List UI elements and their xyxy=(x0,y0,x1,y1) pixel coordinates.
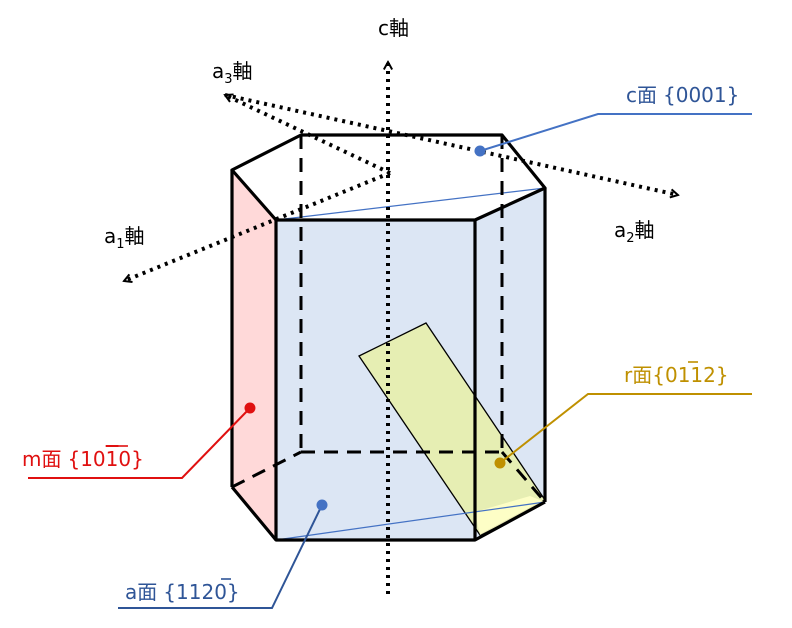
c-axis-label: c軸 xyxy=(378,16,409,40)
visible-edges xyxy=(230,133,547,542)
m-face-dot xyxy=(244,402,256,414)
a2-axis-label: a2軸 xyxy=(614,218,655,246)
c-face-leader xyxy=(479,113,752,152)
r-face-bottom-strip xyxy=(475,496,545,535)
leader-lines xyxy=(28,113,752,609)
a-face-label: a面{1120} xyxy=(125,580,240,604)
a3-axis-label: a3軸 xyxy=(212,59,253,87)
r-face-leader xyxy=(499,393,752,464)
m-face-label: m面{1010} xyxy=(22,447,144,471)
top-diagonal xyxy=(275,187,546,221)
c-face-dot xyxy=(474,145,486,157)
c-face-label: c面{0001} xyxy=(626,83,739,107)
a3-axis-line xyxy=(225,93,391,175)
r-face-dot xyxy=(494,457,506,469)
a1-axis-label: a1軸 xyxy=(104,224,145,252)
a2-axis-line xyxy=(224,93,678,195)
crystal-axes xyxy=(124,62,678,594)
bottom-diagonal xyxy=(275,501,546,541)
m-face-leader xyxy=(28,407,251,479)
hidden-edges xyxy=(231,135,547,503)
a-face-dot xyxy=(316,499,328,511)
a-face-leader xyxy=(118,504,323,609)
r-face-label: r面{0112} xyxy=(624,363,729,387)
